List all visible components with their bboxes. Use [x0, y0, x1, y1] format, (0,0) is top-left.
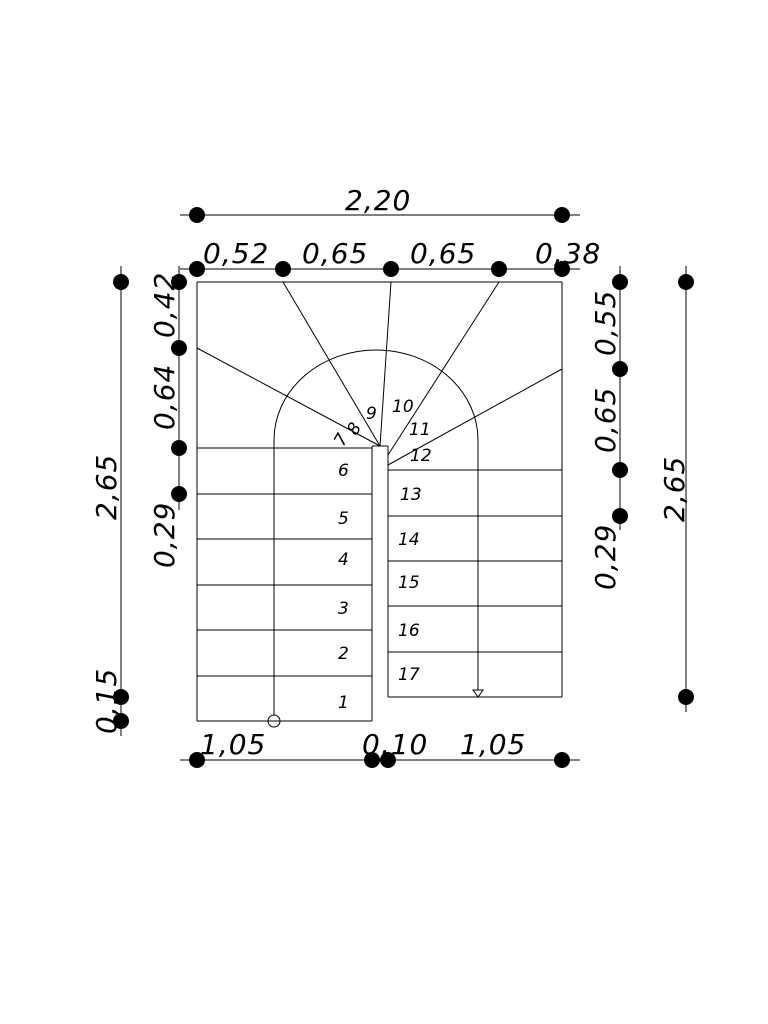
dimension-label: 0,42	[148, 272, 181, 338]
dimension-label: 0,15	[90, 668, 123, 734]
step-number: 4	[338, 550, 349, 570]
dimension-label: 0,55	[589, 290, 622, 356]
step-number: 17	[398, 665, 420, 685]
step-number: 6	[338, 461, 349, 481]
step-number: 12	[410, 446, 432, 466]
dimension-label: 0,65	[302, 237, 368, 270]
stair-outline	[196, 281, 563, 722]
dimension-label: 1,05	[200, 728, 266, 761]
dimension-left-segments: 0,42 0,64 0,29	[148, 266, 187, 568]
start-circle-icon	[267, 714, 281, 728]
step-number: 1	[338, 693, 349, 713]
step-number: 14	[398, 530, 420, 550]
step-numbers: 1 2 3 4 5 6 7 8 9 10 11 12 13 14 15 16 1…	[330, 397, 431, 713]
arrow-down-icon	[472, 689, 484, 698]
left-flight-treads	[197, 447, 372, 677]
step-number: 10	[392, 397, 414, 417]
dimension-label: 2,65	[658, 456, 691, 522]
step-number: 15	[398, 573, 420, 593]
dimension-label: 0,65	[589, 387, 622, 453]
dimension-top-total: 2,20	[180, 184, 580, 223]
step-number: 5	[338, 509, 349, 529]
step-number: 11	[409, 420, 431, 440]
dimension-left-total: 2,65 0,15	[90, 266, 129, 736]
dimension-label: 0,64	[148, 364, 181, 430]
step-number: 3	[338, 599, 349, 619]
dimension-right-total: 2,65	[658, 266, 694, 712]
step-number: 2	[338, 644, 349, 664]
dimension-right-segments: 0,55 0,65 0,29	[589, 266, 628, 590]
step-number: 9	[366, 404, 377, 424]
dimension-label: 0,65	[410, 237, 476, 270]
dimension-label: 0,52	[203, 237, 269, 270]
dimension-bottom-segments: 1,05 0,10 1,05	[180, 728, 580, 768]
dimension-label: 1,05	[460, 728, 526, 761]
dimension-top-segments: 0,52 0,65 0,65 0,38	[180, 237, 601, 277]
dimension-label: 0,38	[535, 237, 601, 270]
dimension-label: 0,29	[148, 502, 181, 568]
step-number: 13	[400, 485, 422, 505]
right-flight-treads	[388, 469, 562, 653]
dimension-label: 2,20	[345, 184, 411, 217]
walking-line	[267, 349, 484, 728]
step-number: 8	[343, 419, 366, 439]
step-number: 16	[398, 621, 420, 641]
dimension-label: 2,65	[90, 454, 123, 520]
dimension-label: 0,10	[362, 728, 428, 761]
winder-lines	[196, 281, 563, 466]
dimension-label: 0,29	[589, 524, 622, 590]
